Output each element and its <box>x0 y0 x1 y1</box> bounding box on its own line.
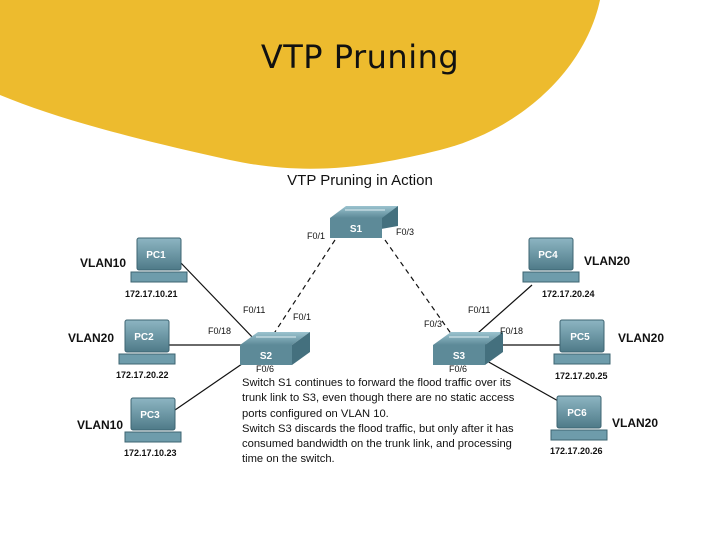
yellow-blob-decoration <box>0 0 600 169</box>
link-pc1-s2 <box>179 261 256 341</box>
switch-s1-label: S1 <box>350 224 363 235</box>
note-line: Switch S3 discards the flood traffic, bu… <box>242 422 514 435</box>
pc3: PC3 <box>124 397 182 443</box>
pc6-ip: 172.17.20.26 <box>550 446 603 456</box>
port-s3-pc4: F0/11 <box>468 305 490 315</box>
port-s3-pc6: F0/6 <box>449 364 467 374</box>
pc1: PC1 <box>130 237 188 283</box>
port-s2-pc2: F0/18 <box>208 326 231 336</box>
pc6-label: PC6 <box>567 408 587 419</box>
note-line: consumed bandwidth on the trunk link, an… <box>242 438 512 451</box>
switch-s3-label: S3 <box>453 351 466 362</box>
pc5-label: PC5 <box>570 332 590 343</box>
trunk-link-s1-s3 <box>384 239 453 336</box>
pc1-vlan-label: VLAN10 <box>80 256 126 270</box>
port-s2-pc3: F0/6 <box>256 364 274 374</box>
pc4-label: PC4 <box>538 250 558 261</box>
pc3-vlan-label: VLAN10 <box>77 418 123 432</box>
switch-s1: S1 <box>330 206 398 238</box>
port-s3-s1: F0/3 <box>424 319 442 329</box>
pc5-vlan-label: VLAN20 <box>618 331 664 345</box>
pc3-label: PC3 <box>140 410 160 421</box>
trunk-link-s1-s2 <box>272 239 336 336</box>
port-s1-right: F0/3 <box>396 227 414 237</box>
link-pc6-s3 <box>477 355 561 403</box>
slide-title: VTP Pruning <box>260 38 460 76</box>
pc6: PC6 <box>550 395 608 441</box>
explanation-note: Switch S1 continues to forward the flood… <box>242 376 532 468</box>
switch-s2-label: S2 <box>260 351 273 362</box>
pc2: PC2 <box>118 319 176 365</box>
diagram-title: VTP Pruning in Action <box>287 172 433 189</box>
port-s3-pc5: F0/18 <box>500 326 523 336</box>
switch-s2: S2 <box>240 332 310 365</box>
port-s2-s1: F0/1 <box>293 312 311 322</box>
switch-s3: S3 <box>433 332 503 365</box>
note-line: Switch S1 continues to forward the flood… <box>242 377 512 389</box>
note-line: time on the switch. <box>242 453 335 466</box>
port-s2-pc1: F0/11 <box>243 305 265 315</box>
note-line: trunk link to S3, even though there are … <box>242 392 515 405</box>
port-s1-left: F0/1 <box>307 231 325 241</box>
pc2-label: PC2 <box>134 332 154 343</box>
note-line: ports configured on VLAN 10. <box>242 407 389 420</box>
pc2-vlan-label: VLAN20 <box>68 331 114 345</box>
link-pc4-s3 <box>469 284 533 341</box>
pc4-vlan-label: VLAN20 <box>584 254 630 268</box>
pc5: PC5 <box>553 319 611 365</box>
pc1-ip: 172.17.10.21 <box>125 289 178 299</box>
pc1-label: PC1 <box>146 250 166 261</box>
pc4-ip: 172.17.20.24 <box>542 289 595 299</box>
pc3-ip: 172.17.10.23 <box>124 448 177 458</box>
pc4: PC4 <box>522 237 580 283</box>
pc2-ip: 172.17.20.22 <box>116 370 169 380</box>
pc5-ip: 172.17.20.25 <box>555 371 608 381</box>
pc6-vlan-label: VLAN20 <box>612 416 658 430</box>
